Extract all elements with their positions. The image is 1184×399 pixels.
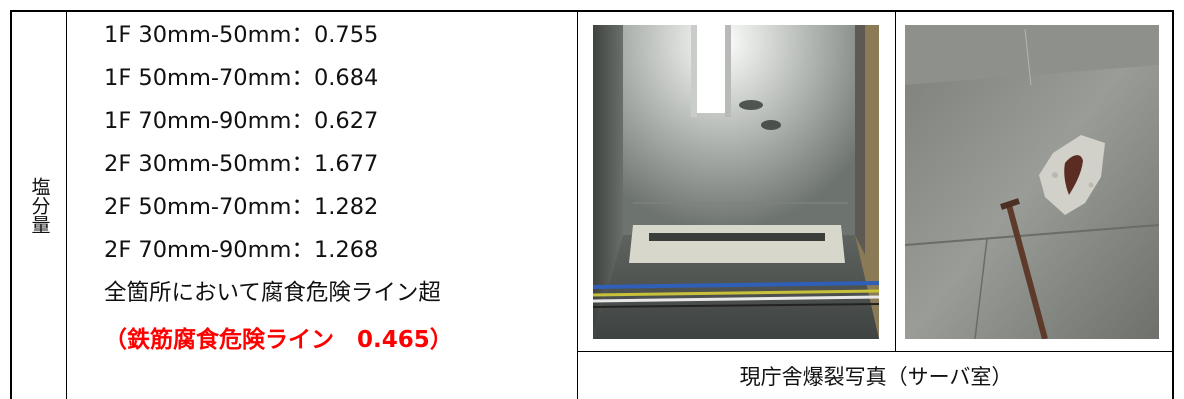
spalling-photo (905, 25, 1159, 339)
value-row: 1F 30mm-50mm：0.755 (104, 22, 379, 48)
value-row: 1F 50mm-70mm：0.684 (104, 65, 379, 91)
server-room-photo (593, 25, 879, 339)
threshold-note: （鉄筋腐食危険ライン 0.465） (104, 327, 453, 353)
photo-divider (895, 10, 896, 351)
label-text: 塩分量 (28, 177, 51, 234)
summary-text: 全箇所において腐食危険ライン超 (104, 280, 441, 306)
value-row: 2F 70mm-90mm：1.268 (104, 237, 379, 263)
value-row: 1F 70mm-90mm：0.627 (104, 108, 379, 134)
row-divider (578, 351, 1174, 352)
column-divider (66, 10, 67, 399)
column-divider (577, 10, 578, 399)
value-row: 2F 30mm-50mm：1.677 (104, 151, 379, 177)
label-cell: 塩分量 (12, 12, 66, 399)
data-table (10, 10, 1174, 399)
value-row: 2F 50mm-70mm：1.282 (104, 194, 379, 220)
values-list: 1F 30mm-50mm：0.755 1F 50mm-70mm：0.684 1F… (104, 14, 574, 365)
photo-caption: 現庁舎爆裂写真（サーバ室） (739, 364, 1013, 389)
